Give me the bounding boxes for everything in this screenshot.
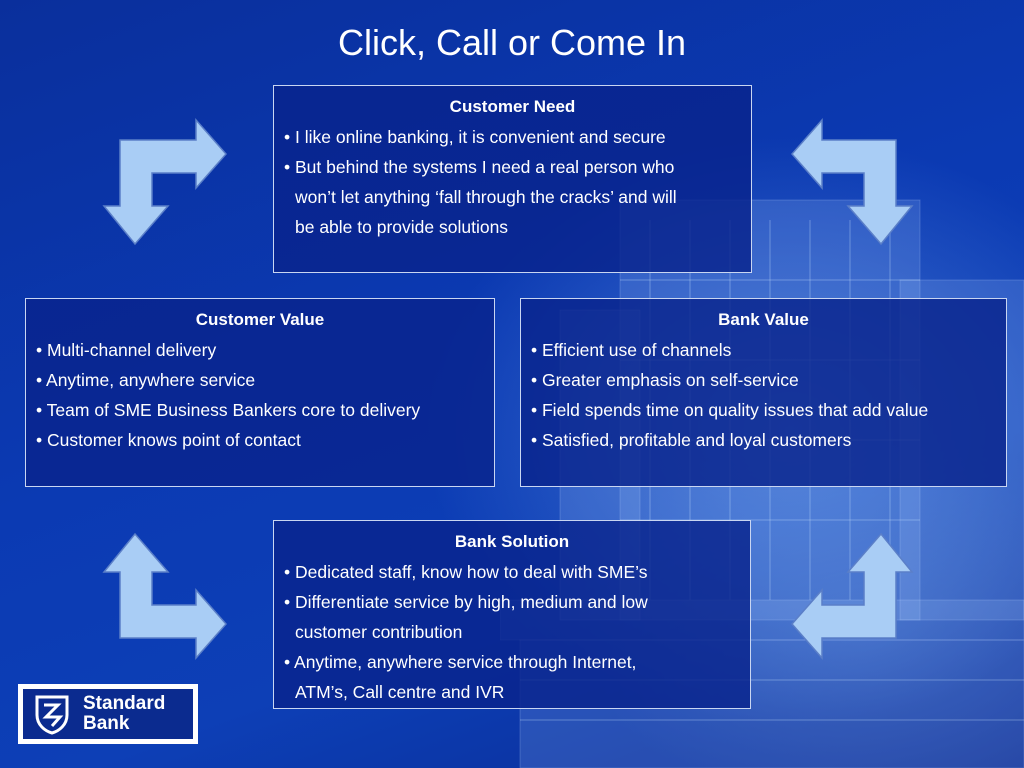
bank-solution-box: Bank Solution • Dedicated staff, know ho… [273,520,751,709]
bank-shield-icon [35,695,69,735]
bent-arrow-icon-bottom-left [102,532,228,660]
logo-name-line2: Bank [83,713,130,734]
standard-bank-logo: Standard Bank [18,684,198,744]
bank-solution-line: • Dedicated staff, know how to deal with… [284,562,648,582]
bent-arrow-icon-bottom-right [790,532,914,660]
customer-value-line: • Team of SME Business Bankers core to d… [36,400,421,420]
customer-need-line: be able to provide solutions [295,217,509,237]
customer-need-box: Customer Need • I like online banking, i… [273,85,752,273]
customer-need-heading: Customer Need [449,97,576,116]
customer-need-line: • I like online banking, it is convenien… [284,127,666,147]
bank-solution-line: • Anytime, anywhere service through Inte… [284,652,637,672]
bank-solution-line: ATM’s, Call centre and IVR [295,682,505,702]
bent-arrow-icon-top-left [102,118,228,246]
bank-value-line: • Field spends time on quality issues th… [531,400,929,420]
bank-value-line: • Efficient use of channels [531,340,732,360]
customer-value-heading: Customer Value [195,310,325,329]
logo-panel: Standard Bank [23,689,193,739]
bank-value-line: • Greater emphasis on self-service [531,370,799,390]
bank-solution-line: customer contribution [295,622,463,642]
customer-value-line: • Customer knows point of contact [36,430,301,450]
customer-value-line: • Multi-channel delivery [36,340,217,360]
logo-wordmark: Standard Bank [83,694,165,734]
customer-value-box: Customer Value • Multi-channel delivery … [25,298,495,487]
bank-value-line: • Satisfied, profitable and loyal custom… [531,430,852,450]
bent-arrow-icon-top-right [790,118,914,246]
logo-name-line1: Standard [83,693,166,714]
slide-title: Click, Call or Come In [337,22,687,63]
bank-solution-heading: Bank Solution [454,532,570,551]
customer-need-line: • But behind the systems I need a real p… [284,157,675,177]
customer-value-line: • Anytime, anywhere service [36,370,256,390]
bank-solution-line: • Differentiate service by high, medium … [284,592,648,612]
customer-need-line: won’t let anything ‘fall through the cra… [295,187,677,207]
bank-value-heading: Bank Value [718,310,809,329]
bank-value-box: Bank Value • Efficient use of channels •… [520,298,1007,487]
